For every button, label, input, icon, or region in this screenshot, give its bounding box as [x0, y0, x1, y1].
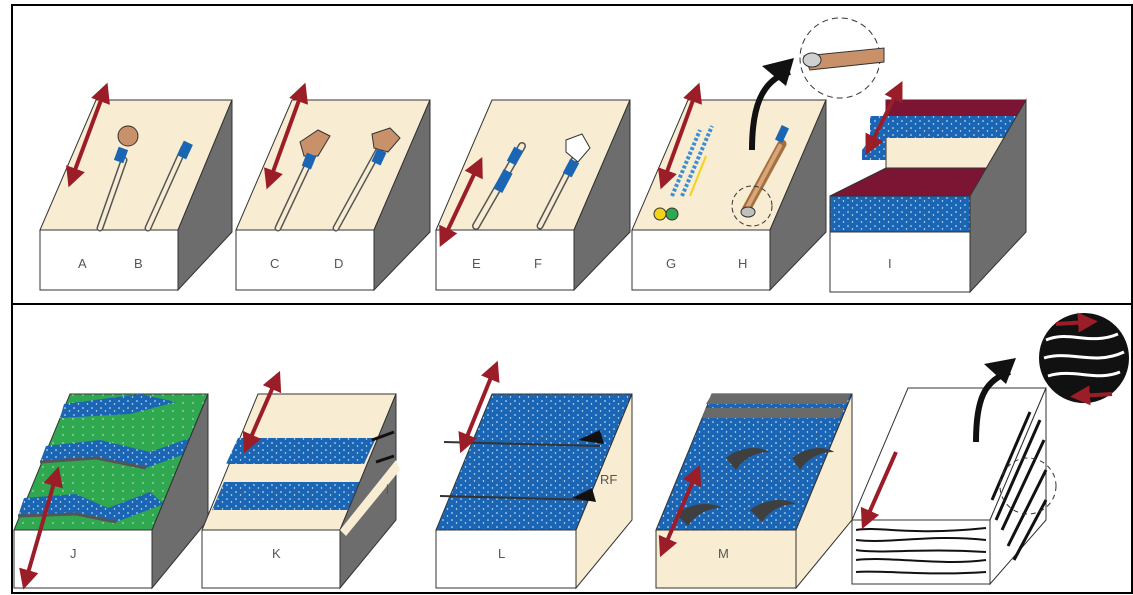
block-M — [656, 394, 852, 588]
panel-label-d: D — [334, 256, 343, 271]
panel-label-l: L — [498, 546, 505, 561]
block-I — [830, 90, 1026, 292]
block-J — [14, 394, 208, 588]
panel-label-h: H — [738, 256, 747, 271]
block-CD — [236, 92, 430, 290]
panel-label-g: G — [666, 256, 676, 271]
panel-label-j: J — [70, 546, 77, 561]
panel-label-k: K — [272, 546, 281, 561]
panel-label-f: F — [534, 256, 542, 271]
block-K — [202, 380, 400, 588]
panel-label-c: C — [270, 256, 279, 271]
panel-label-e: E — [472, 256, 481, 271]
panel-label-m: M — [718, 546, 729, 561]
annotation-l-side: RF — [600, 472, 617, 487]
panel-label-i: I — [888, 256, 892, 271]
panel-label-a: A — [78, 256, 87, 271]
block-shear — [852, 312, 1130, 584]
block-EF — [436, 100, 630, 290]
annotation-k-side: l — [386, 482, 389, 497]
panel-label-b: B — [134, 256, 143, 271]
